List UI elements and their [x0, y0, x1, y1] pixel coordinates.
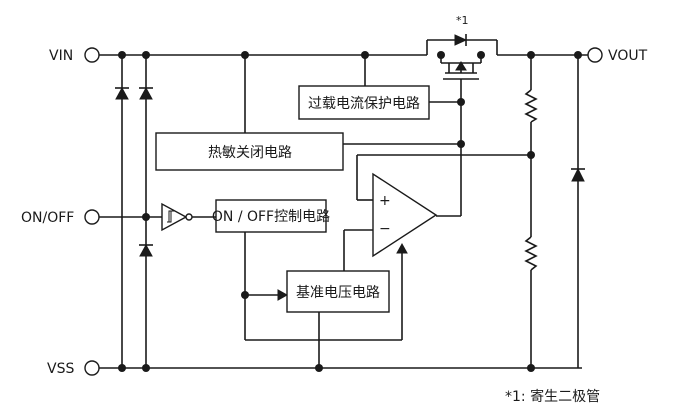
opamp-plus-label: + [379, 193, 391, 209]
esd-diode-on-off [139, 243, 153, 257]
thermal-label: 热敏关闭电路 [208, 145, 292, 161]
vin-label: VIN [49, 48, 73, 64]
footnote-text: *1: 寄生二极管 [505, 388, 600, 405]
arrow-to-amplifier [396, 242, 408, 254]
parasitic-diode-marker: *1 [456, 14, 469, 27]
vout-label: VOUT [608, 48, 648, 64]
opamp-minus-label: − [379, 221, 391, 237]
on-off-label: ON/OFF [21, 210, 74, 226]
vss-label: VSS [47, 361, 74, 377]
junction-dots [118, 51, 582, 372]
reference-block [286, 270, 390, 313]
overcurrent-label: 过载电流保护电路 [308, 96, 420, 112]
overcurrent-block [298, 85, 430, 120]
divider-lower-resistor [524, 236, 538, 368]
parasitic-diode [454, 34, 468, 46]
on-off-control-label: ON / OFF控制电路 [212, 209, 330, 225]
divider-upper-resistor [524, 55, 538, 237]
on-off-control-block [215, 199, 327, 233]
esd-diode-vin-2 [139, 55, 153, 368]
on-off-pin [84, 209, 100, 225]
schmitt-buffer [161, 202, 216, 232]
vss-pin [84, 360, 100, 376]
thermal-block [155, 132, 344, 171]
esd-diode-vin-1 [115, 55, 129, 368]
vin-pin [84, 47, 100, 63]
output-diode [571, 55, 585, 368]
arrow-to-reference [277, 289, 289, 301]
pass-transistor [426, 39, 498, 216]
reference-label: 基准电压电路 [296, 284, 380, 301]
error-amplifier [372, 172, 438, 258]
vout-pin [587, 47, 603, 63]
